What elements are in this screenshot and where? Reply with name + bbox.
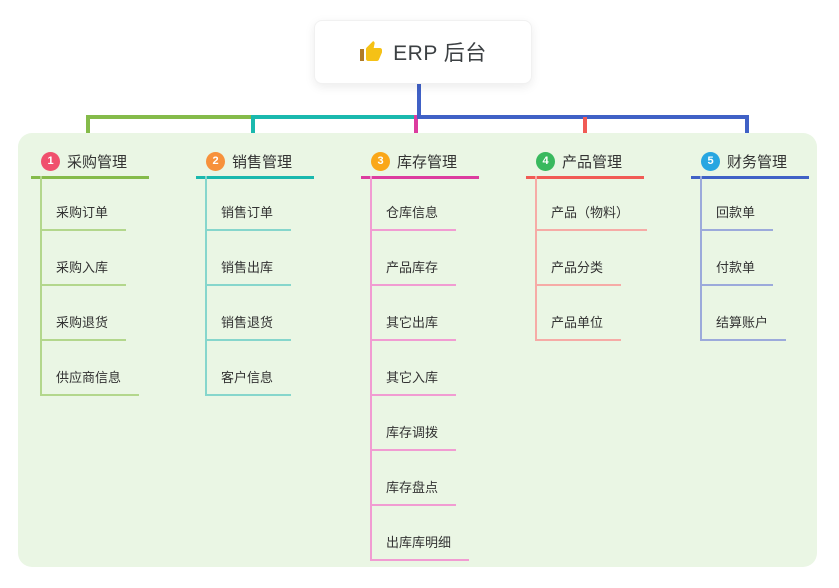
child-node[interactable]: 销售退货 (205, 305, 292, 341)
child-node[interactable]: 其它出库 (370, 305, 457, 341)
child-label: 其它出库 (386, 315, 439, 330)
branch-node-product[interactable]: 4 产品管理 (526, 147, 644, 179)
connector-branch4-drop (583, 117, 587, 148)
child-node[interactable]: 采购入库 (40, 250, 127, 286)
branches-panel (18, 133, 817, 567)
branch-number-badge: 2 (206, 152, 225, 171)
branch-label: 财务管理 (727, 154, 788, 171)
child-node[interactable]: 销售订单 (205, 195, 292, 231)
branch-label: 采购管理 (67, 154, 128, 171)
child-label: 采购订单 (56, 205, 109, 220)
thumbs-up-icon (360, 41, 383, 61)
child-label: 供应商信息 (56, 370, 122, 385)
child-node[interactable]: 采购退货 (40, 305, 127, 341)
child-label: 销售退货 (221, 315, 274, 330)
child-label: 结算账户 (716, 315, 769, 330)
child-node[interactable]: 仓库信息 (370, 195, 457, 231)
child-node[interactable]: 库存调拨 (370, 415, 457, 451)
child-label: 客户信息 (221, 370, 274, 385)
connector-branch2-horizontal (251, 115, 421, 119)
child-label: 仓库信息 (386, 205, 439, 220)
child-label: 产品分类 (551, 260, 604, 275)
child-label: 回款单 (716, 205, 756, 220)
branch-number-badge: 3 (371, 152, 390, 171)
branch4-children-line (535, 176, 537, 341)
child-label: 销售订单 (221, 205, 274, 220)
child-node[interactable]: 结算账户 (700, 305, 787, 341)
child-node[interactable]: 客户信息 (205, 360, 292, 396)
child-node[interactable]: 产品单位 (535, 305, 622, 341)
child-node[interactable]: 供应商信息 (40, 360, 140, 396)
connector-branch5-drop (745, 117, 749, 148)
branch5-children-line (700, 176, 702, 341)
child-label: 其它入库 (386, 370, 439, 385)
branch-label: 销售管理 (232, 154, 293, 171)
child-label: 采购退货 (56, 315, 109, 330)
root-node-title: ERP 后台 (393, 42, 487, 65)
child-label: 库存盘点 (386, 480, 439, 495)
branch-number-badge: 5 (701, 152, 720, 171)
branch-label: 产品管理 (562, 154, 623, 171)
child-node[interactable]: 产品分类 (535, 250, 622, 286)
child-label: 产品单位 (551, 315, 604, 330)
child-label: 出库库明细 (386, 535, 452, 550)
root-node[interactable]: ERP 后台 (314, 20, 532, 84)
branch3-children-line (370, 176, 372, 561)
child-label: 采购入库 (56, 260, 109, 275)
child-node[interactable]: 产品（物料） (535, 195, 648, 231)
connector-branch2-drop (251, 117, 255, 148)
branch-number-badge: 1 (41, 152, 60, 171)
child-node[interactable]: 采购订单 (40, 195, 127, 231)
branch-node-sales[interactable]: 2 销售管理 (196, 147, 314, 179)
connector-branch3-drop (414, 115, 418, 150)
child-node[interactable]: 其它入库 (370, 360, 457, 396)
branch-label: 库存管理 (397, 154, 458, 171)
branch-node-purchase[interactable]: 1 采购管理 (31, 147, 149, 179)
branch-number-badge: 4 (536, 152, 555, 171)
branch2-children-line (205, 176, 207, 396)
child-node[interactable]: 付款单 (700, 250, 774, 286)
child-node[interactable]: 库存盘点 (370, 470, 457, 506)
connector-branch1-drop (86, 117, 90, 148)
child-label: 产品库存 (386, 260, 439, 275)
child-node[interactable]: 销售出库 (205, 250, 292, 286)
branch1-children-line (40, 176, 42, 396)
branch-node-inventory[interactable]: 3 库存管理 (361, 147, 479, 179)
child-label: 付款单 (716, 260, 756, 275)
child-node[interactable]: 出库库明细 (370, 525, 470, 561)
child-label: 产品（物料） (551, 205, 630, 220)
child-label: 销售出库 (221, 260, 274, 275)
child-node[interactable]: 产品库存 (370, 250, 457, 286)
child-node[interactable]: 回款单 (700, 195, 774, 231)
connector-root-stem (417, 83, 421, 119)
branch-node-finance[interactable]: 5 财务管理 (691, 147, 809, 179)
child-label: 库存调拨 (386, 425, 439, 440)
